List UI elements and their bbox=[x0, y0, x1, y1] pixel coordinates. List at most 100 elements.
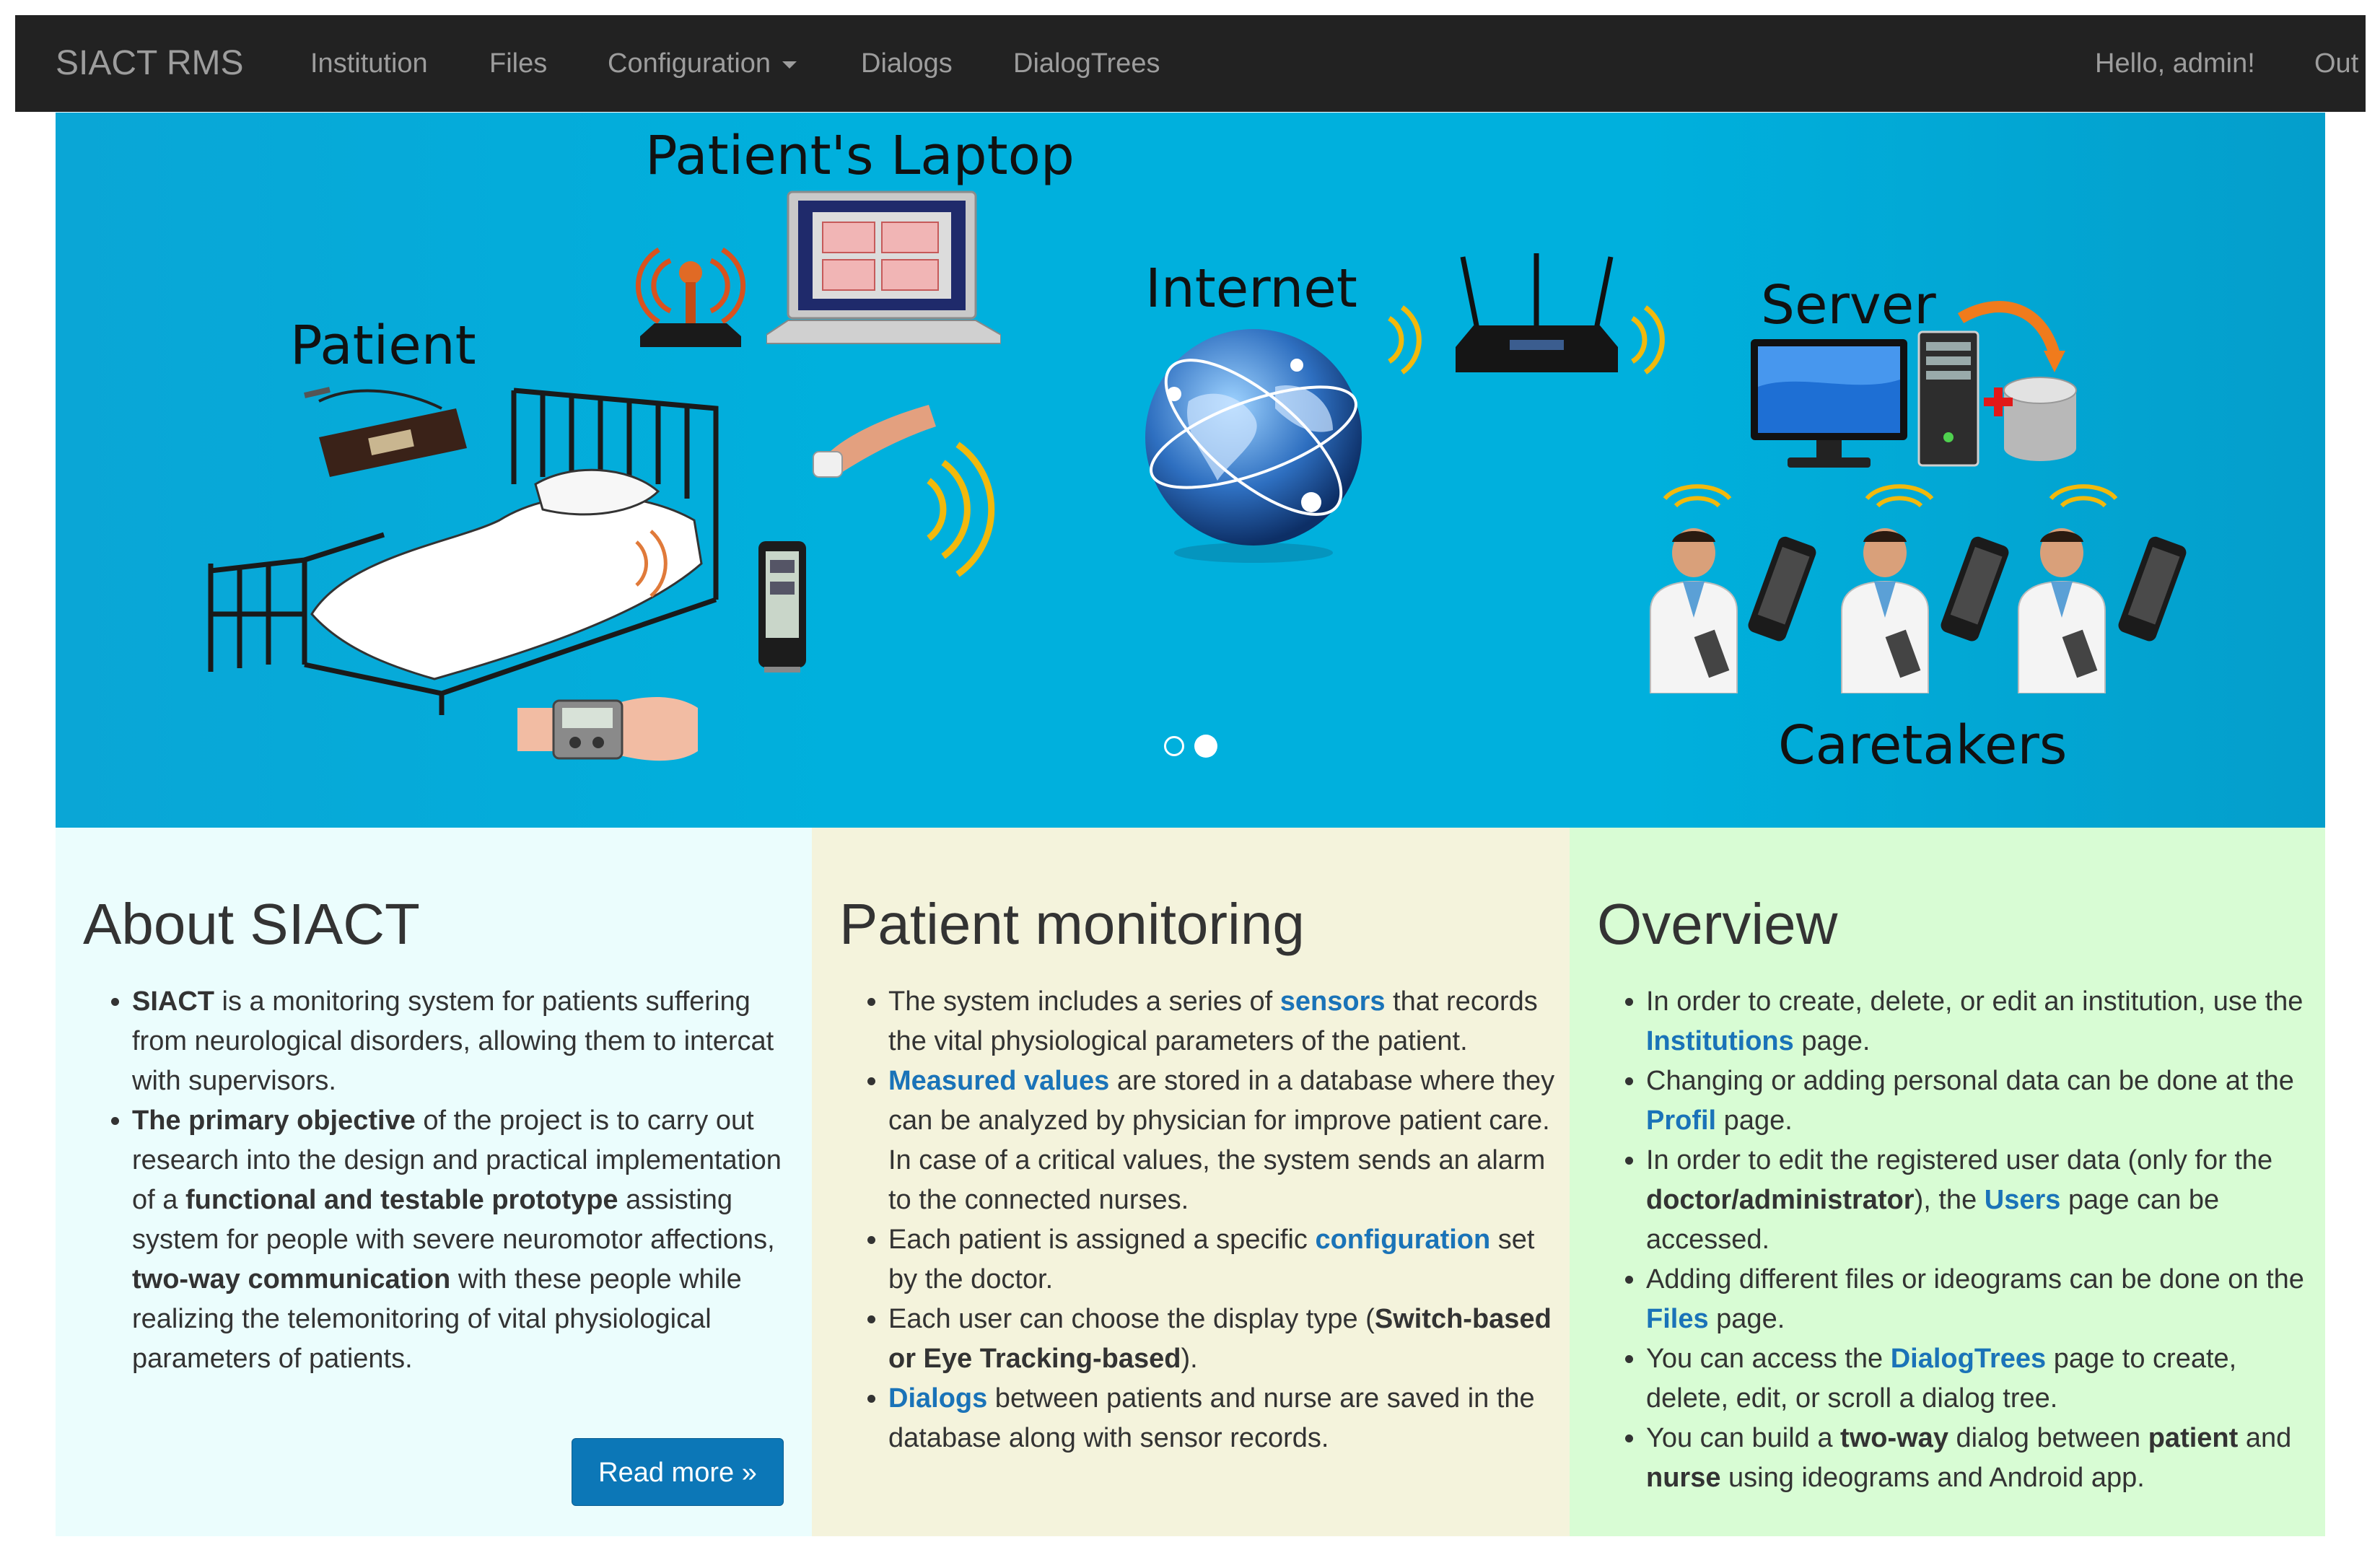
text-segment: is a monitoring system for patients suff… bbox=[132, 986, 774, 1096]
caption-patient-laptop: Patient's Laptop bbox=[645, 125, 1075, 187]
database-icon bbox=[1957, 301, 2077, 461]
text-segment: with these people while realizing the te… bbox=[132, 1264, 742, 1374]
wifi-router-icon bbox=[1456, 253, 1618, 372]
globe-icon bbox=[1145, 329, 1362, 563]
nav-configuration[interactable]: Configuration bbox=[608, 15, 797, 112]
text-segment: Adding different files or ideograms can … bbox=[1646, 1264, 2304, 1295]
doctor-icon bbox=[1841, 528, 1929, 693]
text-segment: of the project is to carry out research … bbox=[132, 1105, 782, 1215]
bed-icon bbox=[208, 387, 719, 715]
wireless-signal-icon bbox=[1865, 484, 1934, 508]
bold-text: nurse bbox=[1646, 1463, 1721, 1493]
list-item: In order to create, delete, or edit an i… bbox=[1646, 982, 2324, 1061]
inline-link[interactable]: configuration bbox=[1315, 1225, 1491, 1255]
text-segment: page. bbox=[1708, 1304, 1785, 1334]
nav-greeting[interactable]: Hello, admin! bbox=[2095, 48, 2255, 79]
carousel-indicator-2[interactable] bbox=[1194, 735, 1217, 758]
wireless-signal-icon bbox=[1631, 305, 1665, 374]
nav-configuration-label: Configuration bbox=[608, 48, 771, 79]
caret-down-icon bbox=[782, 61, 797, 69]
text-segment: page to create, delete, edit, or scroll … bbox=[1646, 1344, 2237, 1414]
brand-link[interactable]: SIACT RMS bbox=[56, 44, 244, 82]
wireless-signal-icon bbox=[2049, 484, 2118, 508]
bold-text: patient bbox=[2148, 1423, 2239, 1453]
bold-text: functional and testable prototype bbox=[185, 1185, 618, 1215]
monitor-icon bbox=[1751, 339, 1907, 468]
list-item: The system includes a series of sensors … bbox=[888, 982, 1567, 1061]
list-item: Each user can choose the display type (S… bbox=[888, 1300, 1567, 1379]
text-segment: You can access the bbox=[1646, 1344, 1891, 1374]
text-segment: page can be accessed. bbox=[1646, 1185, 2220, 1255]
list-item: SIACT is a monitoring system for patient… bbox=[132, 982, 810, 1101]
text-segment: The system includes a series of bbox=[888, 986, 1280, 1017]
list-item: Measured values are stored in a database… bbox=[888, 1061, 1567, 1220]
inline-link[interactable]: Files bbox=[1646, 1304, 1709, 1334]
text-segment: page. bbox=[1793, 1026, 1871, 1056]
inline-link[interactable]: DialogTrees bbox=[1890, 1344, 2047, 1374]
carousel-indicator-1[interactable] bbox=[1164, 736, 1184, 756]
wireless-signal-icon bbox=[927, 442, 995, 577]
list-item: Adding different files or ideograms can … bbox=[1646, 1260, 2324, 1339]
top-navbar: SIACT RMS Institution Files Configuratio… bbox=[15, 15, 2366, 112]
wireless-signal-icon bbox=[1663, 484, 1732, 508]
nav-logout[interactable]: Out bbox=[2314, 48, 2359, 79]
text-segment: between patients and nurse are saved in … bbox=[888, 1383, 1535, 1453]
monitoring-heading: Patient monitoring bbox=[839, 892, 1305, 956]
caption-caretakers: Caretakers bbox=[1778, 714, 2068, 776]
wrist-monitor-icon bbox=[517, 697, 698, 761]
text-segment: page. bbox=[1716, 1105, 1793, 1136]
text-segment: and bbox=[2238, 1423, 2292, 1453]
caption-internet: Internet bbox=[1145, 258, 1357, 320]
bold-text: The primary objective bbox=[132, 1105, 416, 1136]
overview-list: In order to create, delete, or edit an i… bbox=[1620, 982, 2324, 1498]
inline-link[interactable]: Measured values bbox=[888, 1066, 1110, 1096]
nav-dialogs[interactable]: Dialogs bbox=[861, 48, 953, 79]
text-segment: are stored in a database where they can … bbox=[888, 1066, 1555, 1215]
list-item: Dialogs between patients and nurse are s… bbox=[888, 1379, 1567, 1458]
text-segment: set by the doctor. bbox=[888, 1225, 1535, 1295]
nav-dialogtrees[interactable]: DialogTrees bbox=[1013, 48, 1160, 79]
monitoring-panel: Patient monitoring The system includes a… bbox=[812, 828, 1570, 1536]
hero-carousel[interactable]: Patient's Laptop Patient Internet Server… bbox=[56, 113, 2325, 828]
nav-institution[interactable]: Institution bbox=[310, 48, 428, 79]
text-segment: dialog between bbox=[1948, 1423, 2148, 1453]
server-tower-icon bbox=[1917, 330, 1979, 467]
text-segment: using ideograms and Android app. bbox=[1720, 1463, 2145, 1493]
text-segment: Each user can choose the display type ( bbox=[888, 1304, 1375, 1334]
inline-link[interactable]: sensors bbox=[1279, 986, 1386, 1017]
about-heading: About SIACT bbox=[83, 892, 420, 956]
inline-link[interactable]: Institutions bbox=[1646, 1026, 1794, 1056]
list-item: The primary objective of the project is … bbox=[132, 1101, 810, 1379]
sensor-belt-icon bbox=[304, 387, 467, 477]
text-segment: ). bbox=[1181, 1344, 1198, 1374]
wireless-signal-icon bbox=[1388, 305, 1422, 374]
nav-files[interactable]: Files bbox=[489, 48, 548, 79]
text-segment: Changing or adding personal data can be … bbox=[1646, 1066, 2294, 1096]
inline-link[interactable]: Users bbox=[1984, 1185, 2061, 1215]
bold-text: doctor/administrator bbox=[1646, 1185, 1915, 1215]
laptop-icon bbox=[766, 190, 1001, 344]
list-item: Changing or adding personal data can be … bbox=[1646, 1061, 2324, 1141]
text-segment: In order to edit the registered user dat… bbox=[1646, 1145, 2273, 1175]
list-item: Each patient is assigned a specific conf… bbox=[888, 1220, 1567, 1300]
caption-server: Server bbox=[1761, 274, 1936, 336]
bold-text: SIACT bbox=[132, 986, 214, 1017]
inline-link[interactable]: Profil bbox=[1646, 1105, 1717, 1136]
inline-link[interactable]: Dialogs bbox=[888, 1383, 988, 1414]
bold-text: two-way bbox=[1840, 1423, 1948, 1453]
bold-text: Switch-based or Eye Tracking-based bbox=[888, 1304, 1552, 1374]
overview-heading: Overview bbox=[1597, 892, 1838, 956]
list-item: You can access the DialogTrees page to c… bbox=[1646, 1339, 2324, 1419]
thermometer-icon bbox=[758, 541, 806, 673]
read-more-button[interactable]: Read more » bbox=[572, 1438, 784, 1506]
about-list: SIACT is a monitoring system for patient… bbox=[106, 982, 810, 1379]
list-item: In order to edit the registered user dat… bbox=[1646, 1141, 2324, 1260]
pulse-oximeter-icon bbox=[813, 405, 936, 478]
overview-panel: Overview In order to create, delete, or … bbox=[1570, 828, 2325, 1536]
text-segment: In order to create, delete, or edit an i… bbox=[1646, 986, 2304, 1017]
smartphone-icon bbox=[2118, 536, 2187, 641]
text-segment: You can build a bbox=[1646, 1423, 1841, 1453]
list-item: You can build a two-way dialog between p… bbox=[1646, 1419, 2324, 1498]
caption-patient: Patient bbox=[290, 315, 476, 377]
smartphone-icon bbox=[1748, 536, 1816, 641]
